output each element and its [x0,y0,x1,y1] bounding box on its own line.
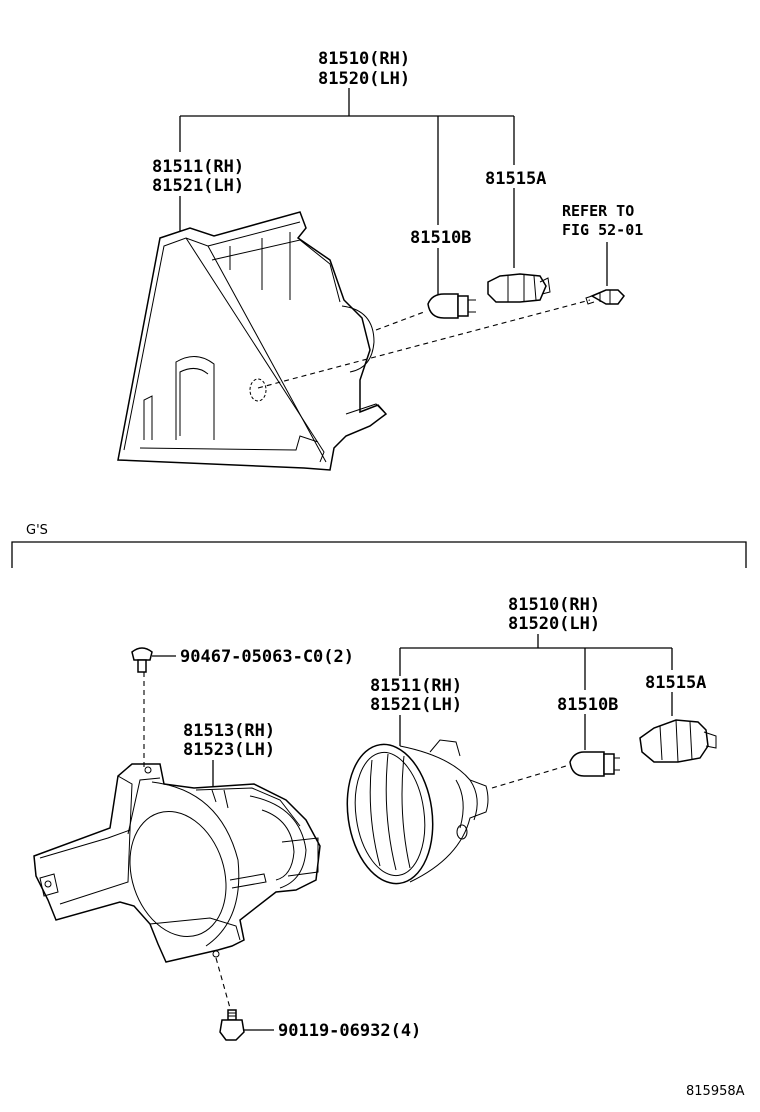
bottom-socket-label: 81515A [645,673,706,693]
bottom-bulb-dash [491,765,567,789]
bottom-housing-lh-label: 81521(LH) [370,695,462,715]
bottom-assy-rh-label: 81510(RH) [508,595,600,615]
top-assy-leader [179,88,515,225]
bottom-bolt [219,1009,245,1041]
top-housing-rh-label: 81511(RH) [152,157,244,177]
top-lamp-housing [117,211,388,471]
section-bracket [11,541,747,568]
top-socket [487,273,551,303]
top-bulb [427,293,476,319]
bottom-assembly: 81510(RH) 81520(LH) 90467-05063-C0(2) 81… [33,595,717,1041]
top-assy-rh-label: 81510(RH) [318,49,410,69]
bottom-assy-lh-label: 81520(LH) [508,614,600,634]
bottom-bolt-dash [215,957,231,1009]
bottom-assy-leader [399,634,673,690]
top-screw [585,289,625,305]
top-bulb-dash [375,311,425,331]
top-refer-line2: FIG 52-01 [562,221,643,239]
figure-id: 815958A [686,1084,745,1099]
bottom-clip-label: 90467-05063-C0(2) [180,647,354,667]
top-assembly: 81510(RH) 81520(LH) 81511(RH) 81521(LH) … [117,49,643,471]
section-label: G'S [26,523,48,538]
bottom-lamp-housing [346,739,489,885]
bottom-bracket-rh-label: 81513(RH) [183,721,275,741]
top-socket-label: 81515A [485,169,546,189]
top-refer-line1: REFER TO [562,202,634,220]
top-screw-dash [257,299,591,389]
bottom-housing-rh-label: 81511(RH) [370,676,462,696]
bottom-bolt-label: 90119-06932(4) [278,1021,421,1041]
top-bulb-label: 81510B [410,228,471,248]
top-assy-lh-label: 81520(LH) [318,69,410,89]
bottom-socket [639,719,717,763]
top-housing-lh-label: 81521(LH) [152,176,244,196]
bottom-bulb-label: 81510B [557,695,618,715]
bottom-bracket [33,763,321,963]
bottom-bracket-lh-label: 81523(LH) [183,740,275,760]
bottom-clip [131,647,153,673]
bottom-bulb [569,751,620,777]
